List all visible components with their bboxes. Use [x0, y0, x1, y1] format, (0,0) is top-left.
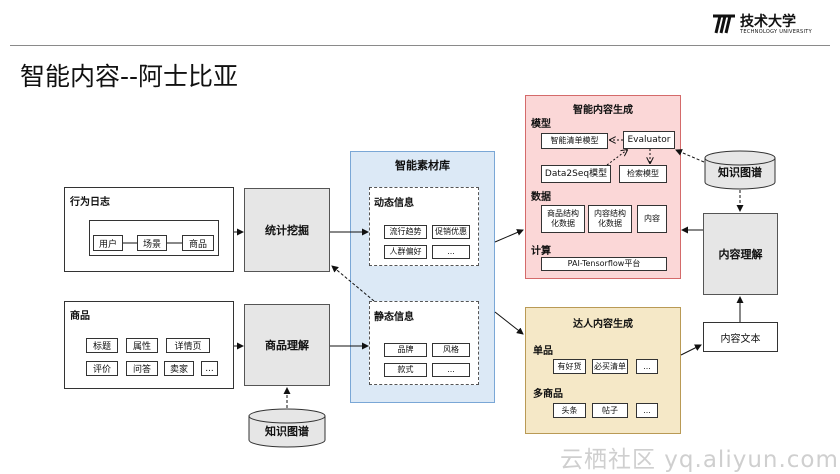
data-section-label: 数据: [531, 192, 551, 203]
model-style-tag: 款式: [384, 363, 427, 377]
title-tag: 标题: [86, 338, 118, 353]
edge-kgright-evaluator: [675, 149, 705, 163]
brand-subtitle: TECHNOLOGY UNIVERSITY: [740, 29, 812, 35]
more-tag-2: ...: [432, 245, 470, 259]
smart-gen-panel: [525, 95, 681, 279]
brand-logo: 技术大学 TECHNOLOGY UNIVERSITY: [711, 11, 833, 39]
single-section-label: 单品: [533, 346, 553, 357]
header-divider: [10, 45, 830, 46]
kg-bottom-cylinder: [248, 408, 326, 448]
kg-bottom-label: 知识图谱: [265, 425, 309, 438]
retrieval-model-node: 检索模型: [619, 165, 667, 183]
scene-node: 场景: [137, 235, 167, 251]
must-buy-tag: 必买清单: [592, 359, 628, 374]
kg-right-cylinder: [704, 150, 776, 190]
detail-tag: 详情页: [166, 338, 210, 353]
evaluator-node: Evaluator: [623, 131, 675, 149]
qa-tag: 问答: [126, 361, 158, 376]
expert-gen-title: 达人内容生成: [573, 319, 633, 330]
attr-tag: 属性: [126, 338, 158, 353]
list-tag: 帖子: [592, 403, 628, 418]
crowd-pref-tag: 人群偏好: [384, 245, 427, 259]
smart-gen-title: 智能内容生成: [573, 105, 633, 116]
struct-content-node: 内容结构化数据: [588, 205, 632, 233]
slide-title: 智能内容--阿士比亚: [20, 62, 239, 91]
watermark-text: 云栖社区 yq.aliyun.com: [560, 447, 839, 473]
good-item-tag: 有好货: [553, 359, 586, 374]
brand-mark-icon: [713, 14, 735, 34]
style-tag: 风格: [432, 343, 470, 357]
trend-tag: 流行趋势: [384, 225, 427, 239]
dynamic-info-label: 动态信息: [374, 198, 414, 209]
more-tag-1: ...: [201, 361, 218, 376]
list-model-node: 智能清单模型: [541, 133, 608, 149]
seller-tag: 卖家: [164, 361, 194, 376]
more-tag-4: ...: [636, 359, 658, 374]
review-tag: 评价: [86, 361, 118, 376]
brand-tag: 品牌: [384, 343, 427, 357]
promo-tag: 促销优惠: [432, 225, 470, 239]
static-info-label: 静态信息: [374, 312, 414, 323]
pai-platform-node: PAI-Tensorflow平台: [541, 257, 667, 271]
stat-mining-node: 统计挖掘: [244, 188, 330, 272]
headline-tag: 头条: [553, 403, 586, 418]
material-library-title: 智能素材库: [395, 159, 450, 172]
edge-expert-text: [680, 344, 702, 356]
struct-product-node: 商品结构化数据: [541, 205, 585, 233]
content-text-node: 内容文本: [703, 322, 778, 352]
model-section-label: 模型: [531, 119, 551, 130]
product-understanding-node: 商品理解: [244, 304, 330, 386]
more-tag-3: ...: [432, 363, 470, 377]
multi-section-label: 多商品: [533, 389, 563, 400]
edge-lib-expertgen: [494, 311, 524, 335]
product-label: 商品: [70, 311, 90, 322]
brand-name: 技术大学: [740, 14, 796, 30]
content-data-node: 内容: [637, 205, 667, 233]
edge-d2s-evaluator: [606, 150, 627, 166]
compute-section-label: 计算: [531, 246, 551, 257]
content-understanding-node: 内容理解: [703, 213, 778, 295]
data2seq-node: Data2Seq模型: [541, 165, 611, 183]
edge-lib-smartgen: [494, 229, 524, 243]
kg-right-label: 知识图谱: [718, 166, 762, 179]
more-tag-5: ...: [636, 403, 658, 418]
product-node-small: 商品: [182, 235, 214, 251]
behavior-log-label: 行为日志: [70, 197, 110, 208]
user-node: 用户: [93, 235, 123, 251]
edge-static-stat: [331, 265, 375, 302]
